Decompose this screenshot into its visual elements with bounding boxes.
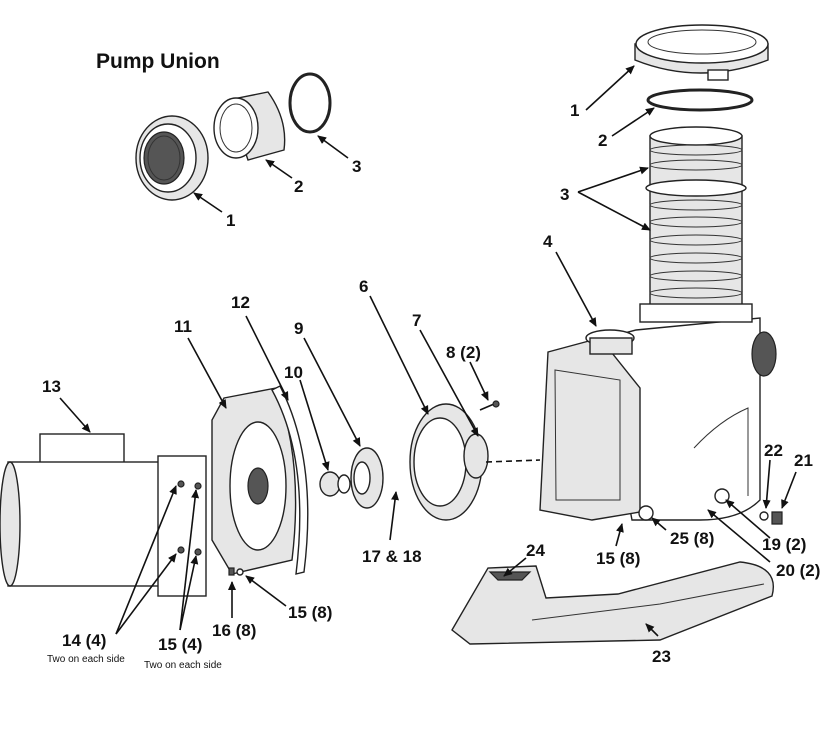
part-label-17-18: 17 & 18 bbox=[362, 547, 422, 566]
diagram-title: Pump Union bbox=[96, 50, 220, 73]
union-label-2: 2 bbox=[294, 177, 303, 196]
part-label-6: 6 bbox=[359, 277, 368, 296]
diffuser-screws-drawing bbox=[479, 400, 500, 411]
part-label-7: 7 bbox=[412, 311, 421, 330]
union-label-3: 3 bbox=[352, 157, 361, 176]
seal-plate-bolts-drawing bbox=[228, 567, 244, 576]
part-label-8: 8 (2) bbox=[446, 343, 481, 362]
lid-oring-drawing bbox=[646, 88, 754, 112]
strainer-basket-drawing bbox=[645, 126, 747, 307]
part-label-20: 20 (2) bbox=[776, 561, 820, 580]
motor-drawing bbox=[0, 433, 207, 597]
part-label-15-motor-note: Two on each side bbox=[144, 660, 222, 671]
union-nut-drawing bbox=[135, 115, 209, 201]
part-label-19: 19 (2) bbox=[762, 535, 806, 554]
diffuser-drawing bbox=[409, 403, 489, 521]
part-label-12: 12 bbox=[231, 293, 250, 312]
shaft-seal-drawing bbox=[319, 471, 351, 497]
part-label-14: 14 (4) bbox=[62, 631, 106, 650]
base-foot-pad-drawing bbox=[488, 571, 532, 581]
part-label-15-plate: 15 (8) bbox=[288, 603, 332, 622]
part-label-24: 24 bbox=[526, 541, 545, 560]
part-label-11: 11 bbox=[174, 317, 192, 336]
part-label-15-housing: 15 (8) bbox=[596, 549, 640, 568]
impeller-drawing bbox=[350, 447, 384, 509]
part-label-4: 4 bbox=[543, 232, 553, 251]
union-tailpiece-drawing bbox=[213, 91, 286, 161]
suction-port-drawing bbox=[585, 329, 635, 355]
part-label-15-motor: 15 (4) bbox=[158, 635, 202, 654]
part-label-10: 10 bbox=[284, 363, 303, 382]
part-label-21: 21 bbox=[794, 451, 813, 470]
union-label-1: 1 bbox=[226, 211, 235, 230]
union-oring-drawing bbox=[288, 72, 332, 134]
seal-plate-drawing bbox=[211, 387, 297, 575]
part-label-16: 16 (8) bbox=[212, 621, 256, 640]
pump-base-drawing bbox=[451, 561, 774, 645]
part-label-3: 3 bbox=[560, 185, 569, 204]
part-label-25: 25 (8) bbox=[670, 529, 714, 548]
part-label-13: 13 bbox=[42, 377, 61, 396]
motor-bolts-drawing bbox=[177, 480, 202, 556]
part-label-1: 1 bbox=[570, 101, 579, 120]
part-label-23: 23 bbox=[652, 647, 671, 666]
part-label-22: 22 bbox=[764, 441, 783, 460]
part-label-14-note: Two on each side bbox=[47, 654, 125, 665]
pump-housing-drawing bbox=[539, 303, 777, 521]
part-label-2: 2 bbox=[598, 131, 607, 150]
strainer-lid-drawing bbox=[634, 24, 769, 81]
part-label-9: 9 bbox=[294, 319, 303, 338]
gasket-drawing bbox=[271, 385, 309, 575]
